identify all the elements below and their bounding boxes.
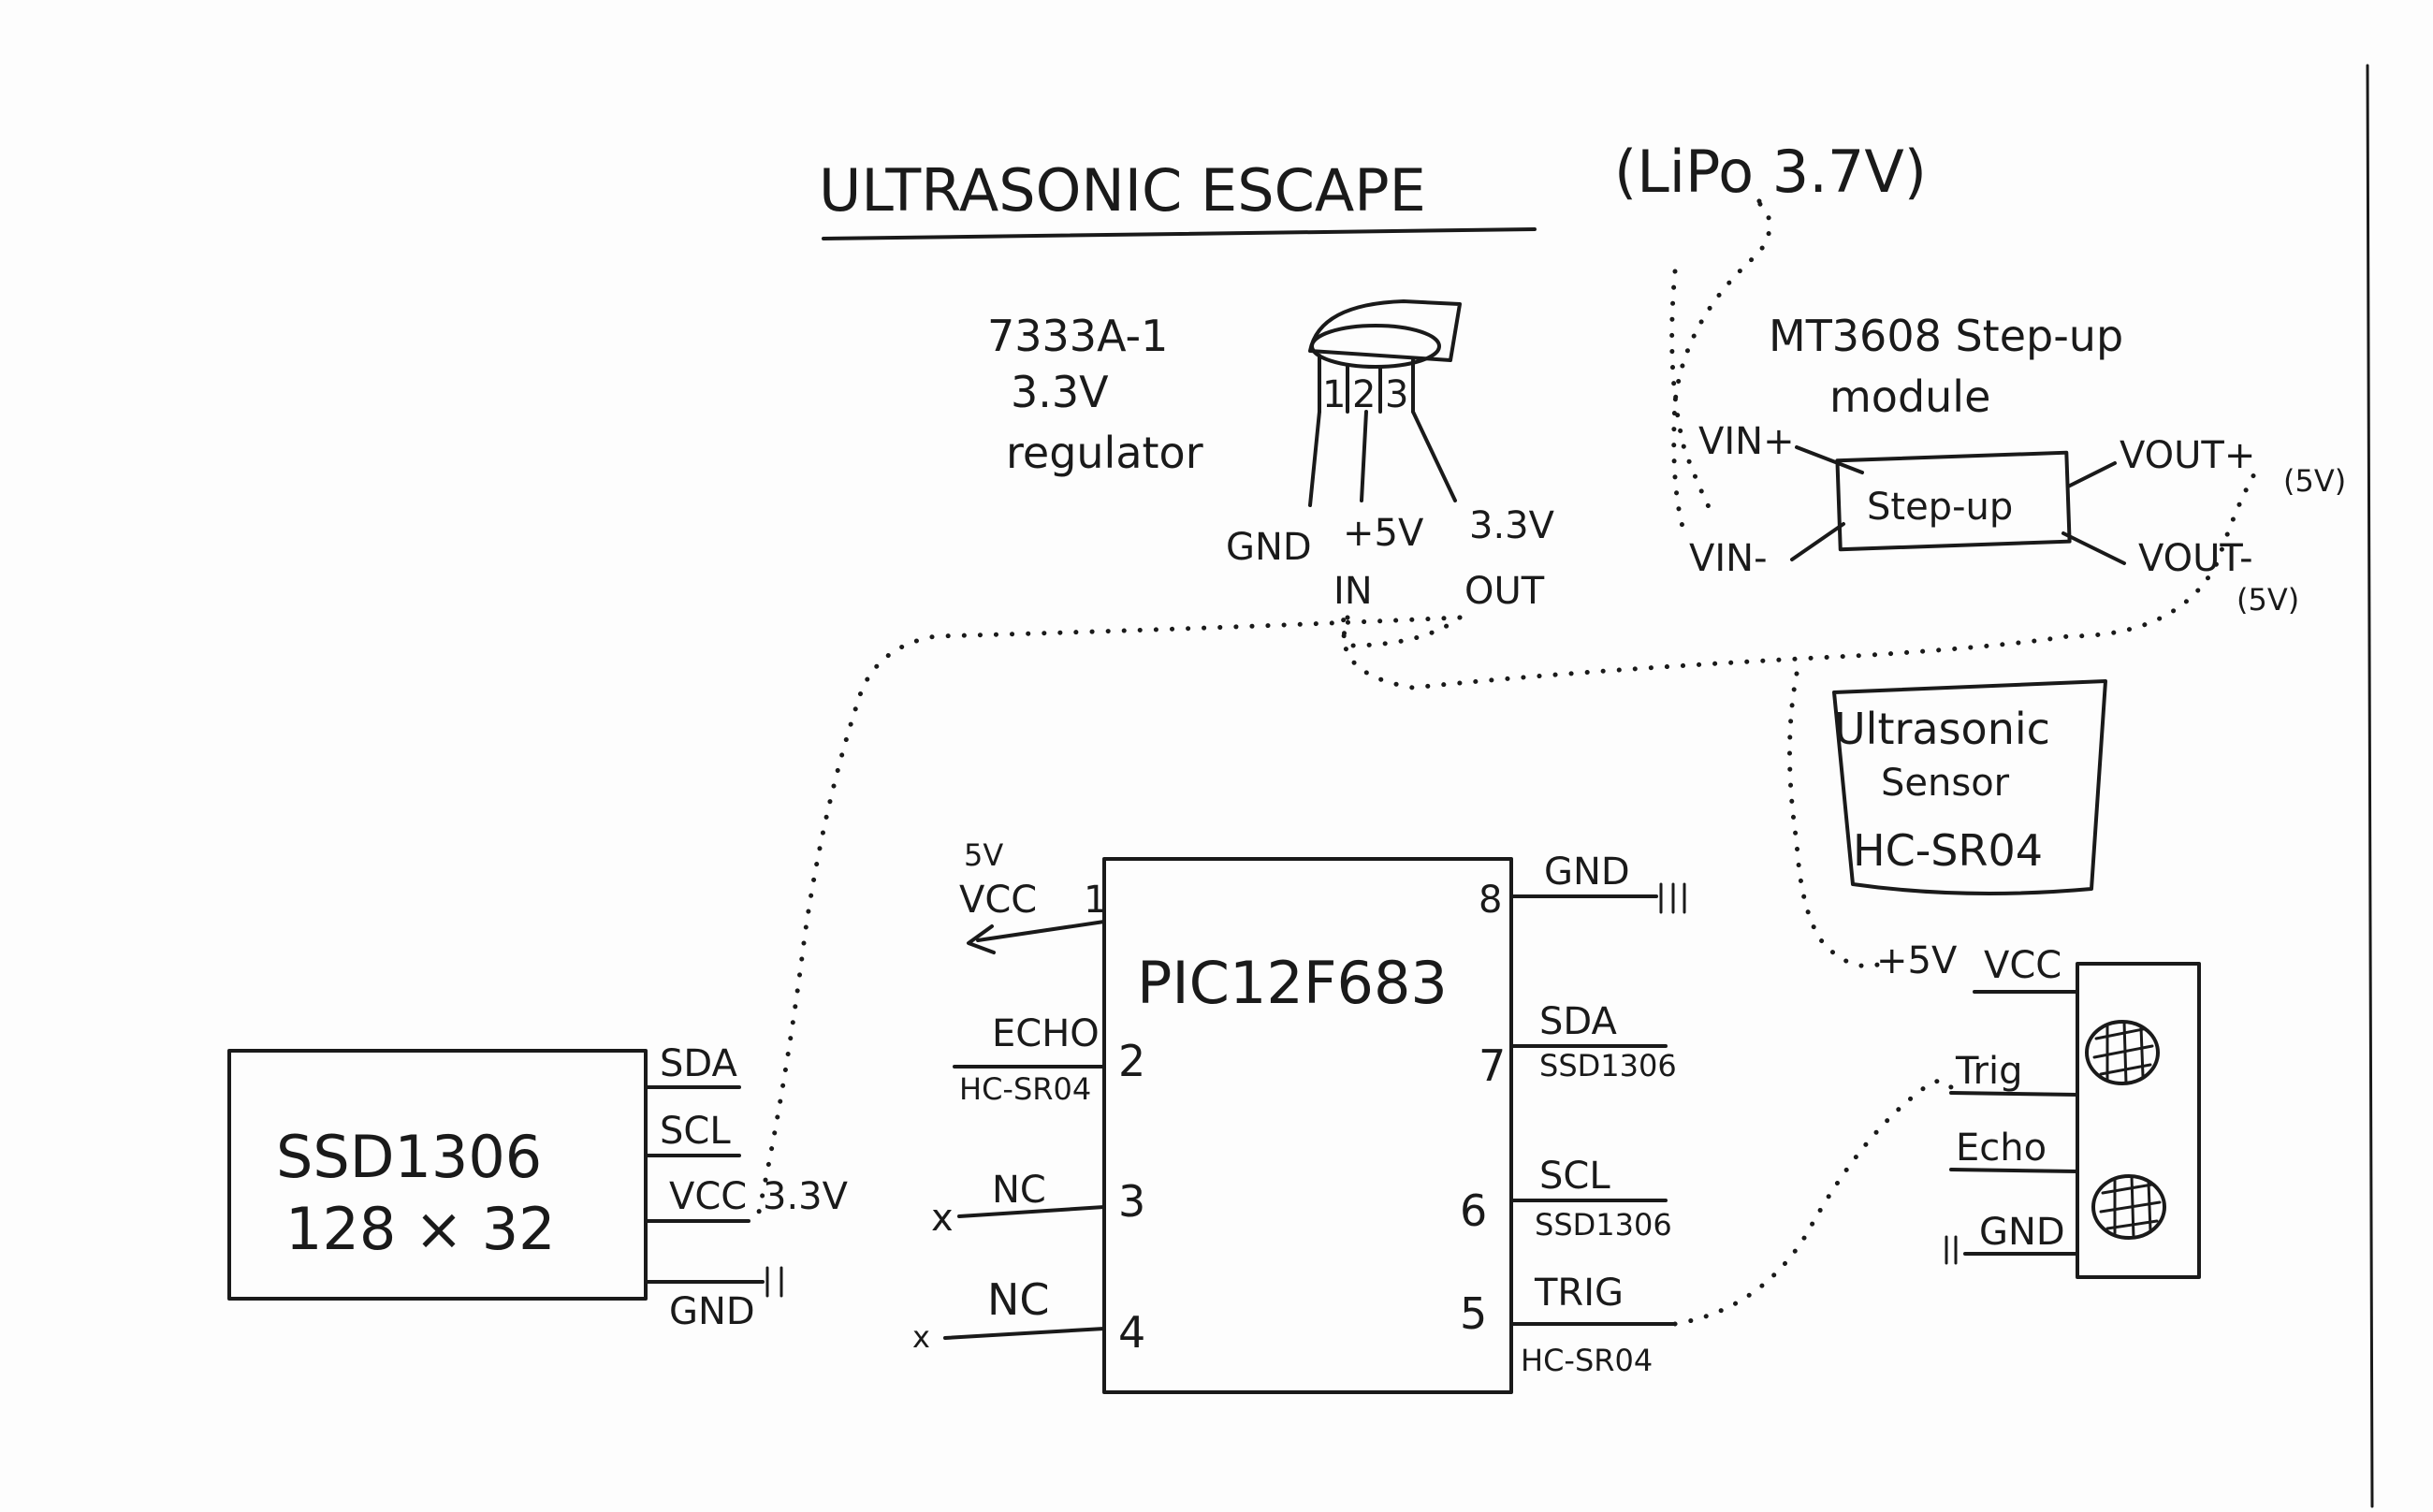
mcu-pin1-wire [976, 920, 1106, 942]
mcu-pin3-nc-mark: x [931, 1197, 954, 1240]
stepup-vout-plus-wire [2066, 461, 2117, 488]
sensor-trig-label: Trig [1955, 1050, 2023, 1093]
regulator-part: 7333A-1 [987, 311, 1168, 361]
mcu-pin4-label: NC [987, 1274, 1050, 1325]
mcu-pin8-label: GND [1544, 850, 1630, 894]
display-ground-symbol [765, 1266, 783, 1298]
sensor-trig-wire [1949, 1091, 2079, 1097]
sensor-echo-label: Echo [1956, 1127, 2047, 1170]
stepup-vout-minus-note: (5V) [2236, 582, 2299, 618]
stepup-box [1835, 450, 2072, 552]
stepup-vout-plus-note: (5V) [2283, 463, 2346, 499]
mcu-pin6-bottom: SSD1306 [1535, 1207, 1672, 1243]
display-vcc-note: 3.3V [763, 1175, 849, 1218]
stepup-vout-minus: VOUT- [2138, 537, 2253, 580]
mcu-vcc-arrow-icon [967, 924, 996, 954]
regulator-voltage: 3.3V [1011, 367, 1109, 417]
mcu-pin8-number: 8 [1479, 879, 1502, 922]
mcu-pin5-top: TRIG [1534, 1272, 1624, 1315]
trig-dotted-wire [1672, 1079, 1954, 1327]
paper-edge [2366, 64, 2374, 1508]
regulator-in-label: IN [1333, 570, 1373, 613]
stepup-vout-to-regulator-dotted-wire [1341, 470, 2258, 691]
mcu-pin4-number: 4 [1118, 1307, 1145, 1358]
display-sda-label: SDA [660, 1042, 737, 1085]
display-line1: SSD1306 [276, 1123, 542, 1191]
stepup-title-line2: module [1829, 371, 1990, 422]
regulator-out-label: OUT [1464, 570, 1545, 613]
diagram-title: ULTRASONIC ESCAPE [819, 156, 1426, 225]
mcu-pin6-number: 6 [1460, 1185, 1487, 1236]
sensor-line1: Ultrasonic [1834, 704, 2050, 754]
stepup-vout-plus: VOUT+ [2120, 434, 2255, 477]
sensor-ground-symbol [1945, 1235, 1958, 1265]
mcu-name: PIC12F683 [1137, 949, 1448, 1017]
display-body [227, 1049, 648, 1301]
mcu-body [1102, 857, 1513, 1394]
regulator-in-voltage: +5V [1343, 512, 1424, 555]
mcu-pin4-nc-mark: x [912, 1319, 930, 1355]
regulator-pin-2: 2 [1352, 373, 1376, 416]
mcu-ground-symbol [1659, 882, 1686, 914]
regulator-name: regulator [1006, 428, 1203, 478]
regulator-pin-3: 3 [1385, 373, 1408, 416]
stepup-vin-plus: VIN+ [1698, 420, 1795, 463]
mcu-pin5-number: 5 [1460, 1288, 1487, 1339]
ultrasonic-sensor-icon [2076, 962, 2201, 1279]
stepup-box-label: Step-up [1867, 486, 2013, 529]
regulator-in-dotted-wire [1340, 605, 1463, 648]
mcu-pin5-bottom: HC-SR04 [1521, 1343, 1653, 1378]
regulator-pin-1: 1 [1322, 373, 1346, 416]
display-scl-label: SCL [660, 1110, 731, 1153]
mcu-pin4-wire [943, 1327, 1106, 1340]
battery-note: (LiPo 3.7V) [1614, 138, 1927, 206]
mcu-pin6-top: SCL [1539, 1155, 1610, 1198]
sensor-gnd-label: GND [1979, 1211, 2065, 1254]
mcu-pin7-number: 7 [1479, 1040, 1506, 1091]
sensor-line3: HC-SR04 [1853, 825, 2043, 876]
mcu-pin3-wire [957, 1205, 1106, 1218]
battery-to-vin-dotted-wire [1669, 269, 1715, 517]
mcu-pin3-number: 3 [1118, 1176, 1145, 1227]
mcu-pin2-top: ECHO [992, 1012, 1100, 1055]
stepup-vin-plus-wire [1795, 445, 1864, 474]
mcu-pin1-number: 1 [1084, 879, 1107, 922]
sensor-echo-wire [1949, 1168, 2079, 1173]
display-vcc-label: VCC [669, 1175, 747, 1218]
display-gnd-label: GND [669, 1290, 755, 1333]
regulator-gnd-label: GND [1226, 526, 1312, 569]
vout-to-sensor-vcc-dotted-wire [1787, 671, 1884, 968]
regulator-out-voltage: 3.3V [1469, 504, 1555, 547]
regulator-out-to-display-dotted-wire [755, 615, 1463, 1219]
mcu-pin3-label: NC [992, 1169, 1046, 1212]
title-underline [822, 227, 1537, 240]
stepup-vout-minus-wire [2061, 531, 2126, 565]
sensor-supply-label: +5V [1876, 939, 1958, 982]
sensor-label-box [1832, 679, 2107, 895]
mcu-pin1-bottom: VCC [959, 879, 1037, 922]
battery-to-stepup-dotted-wire [1671, 193, 1772, 536]
stepup-vin-minus: VIN- [1689, 537, 1768, 580]
mcu-pin7-bottom: SSD1306 [1539, 1048, 1677, 1083]
regulator-package-icon [1308, 299, 1462, 507]
mcu-pin2-number: 2 [1118, 1036, 1145, 1086]
stepup-vin-minus-wire [1790, 522, 1845, 561]
mcu-pin7-top: SDA [1539, 1000, 1617, 1043]
mcu-pin1-top: 5V [964, 837, 1003, 873]
display-line2: 128 × 32 [285, 1195, 556, 1263]
sensor-vcc-label: VCC [1984, 944, 2061, 987]
mcu-pin2-bottom: HC-SR04 [959, 1071, 1091, 1107]
stepup-title-line1: MT3608 Step-up [1769, 311, 2123, 361]
sensor-line2: Sensor [1881, 762, 2010, 805]
